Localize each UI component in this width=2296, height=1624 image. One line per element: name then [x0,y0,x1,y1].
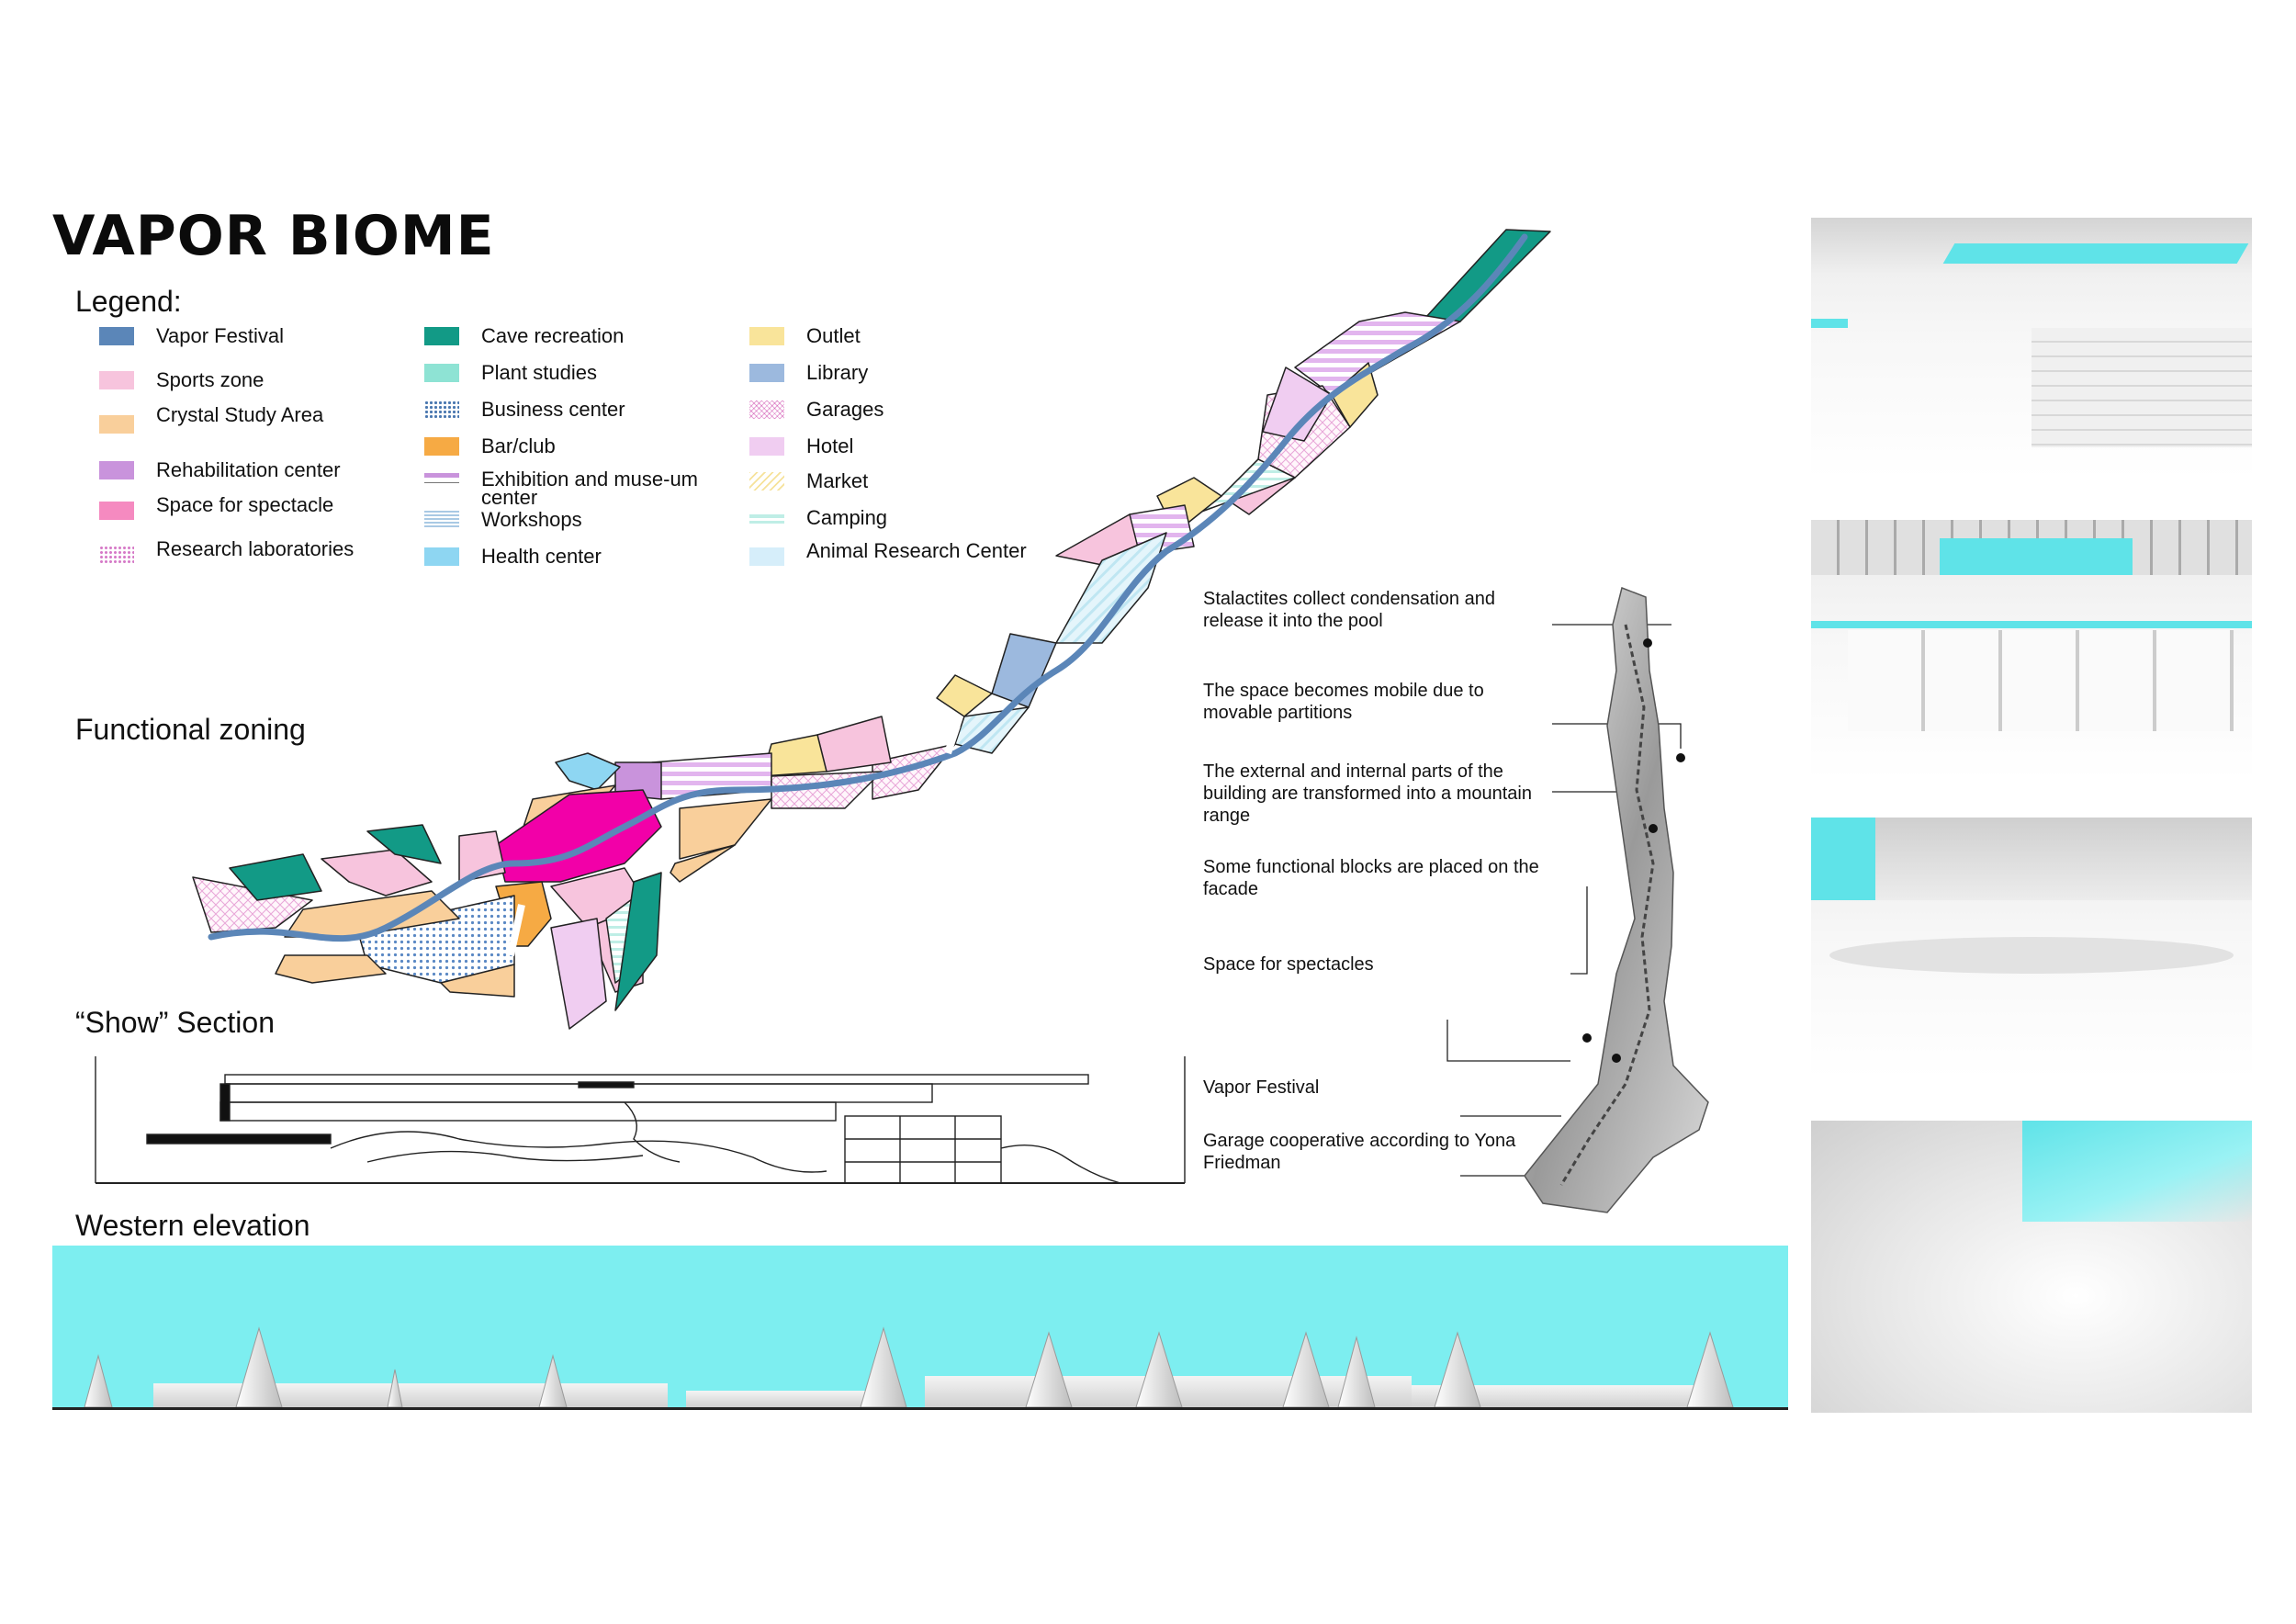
show-section-heading: “Show” Section [75,1006,275,1039]
callout-spectacles: Space for spectacles [1203,954,1374,975]
zone-crystal-sw [670,844,736,883]
legend-item-health-center: Health center [424,547,718,567]
swatch-hotel [749,437,784,456]
callout-stalactites: Stalactites collect condensation and rel… [1203,589,1495,631]
legend-item-workshops: Workshops [424,510,718,530]
legend-item-animal-research: Animal Research Center [749,541,1043,566]
legend-item-library: Library [749,363,1043,383]
legend-item-market: Market [749,471,1043,491]
zone-health [555,752,621,791]
swatch-camping [749,509,784,527]
swatch-spectacle [99,502,134,520]
show-section-drawing [95,1056,1186,1184]
zone-outlet-small [936,674,993,717]
zone-crystal-lower-2 [440,964,515,998]
skylight-3 [1811,818,1875,900]
swatch-garages [749,400,784,419]
legend-item-outlet: Outlet [749,326,1043,346]
callout-mobile-space: The space becomes mobile due to movable … [1203,681,1484,723]
legend-item-bar-club: Bar/club [424,436,718,457]
callout-facade-blocks: Some functional blocks are placed on the… [1203,857,1539,899]
axonometric-model [1446,586,1709,1213]
render-1 [1811,218,2252,479]
zone-rehabilitation [614,761,662,800]
legend-item-plant-studies: Plant studies [424,363,718,383]
swatch-research-labs [99,546,134,564]
zone-cave-recreation-west [229,853,322,901]
legend-item-camping: Camping [749,508,1043,528]
callout-mountain-range: The external and internal parts of the b… [1203,761,1532,826]
swatch-cave-recreation [424,327,459,345]
zone-cave-recreation-south [614,872,662,1011]
render-4 [1811,1121,2252,1413]
zone-hotel-ne [1262,367,1333,442]
legend-item-garages: Garages [749,400,1043,420]
zone-cave-recreation-w2 [366,824,442,864]
zone-spectacle-core [495,789,662,883]
legend-item-crystal-study: Crystal Study Area [99,405,393,434]
cut-line-2 [944,724,961,755]
swatch-outlet [749,327,784,345]
model-body [1524,586,1709,1213]
legend-item-spectacle: Space for spectacle [99,495,393,520]
swatch-health-center [424,547,459,566]
render-2 [1811,520,2252,781]
callout-vapor-festival: Vapor Festival [1203,1077,1320,1098]
swatch-exhibition [424,470,459,489]
zone-crystal-ne [1331,362,1379,428]
swatch-animal-research [749,547,784,566]
river-path [208,233,1528,942]
legend-heading: Legend: [75,285,182,318]
cut-line-1 [507,904,525,956]
skylight-2 [1940,538,2133,575]
swatch-market [749,472,784,491]
zone-sports-west [321,849,433,897]
legend-item-business-center: Business center [424,400,718,420]
zone-animal-research [1055,532,1167,644]
zone-sports-center [816,716,892,773]
page-title: VAPOR BIOME [52,204,495,268]
swatch-sports-zone [99,371,134,389]
legend-item-rehabilitation: Rehabilitation center [99,460,393,480]
elevation-ground-line [52,1407,1788,1410]
swatch-bar-club [424,437,459,456]
functional-zoning-heading: Functional zoning [75,713,306,746]
western-elevation [52,1246,1788,1407]
skylight-4 [2022,1121,2252,1222]
western-elevation-heading: Western elevation [75,1209,310,1242]
swatch-crystal-study [99,415,134,434]
swatch-vapor-festival [99,327,134,345]
callout-garage-cooperative: Garage cooperative according to Yona Fri… [1203,1131,1516,1173]
zone-hotel-south [550,918,607,1030]
zone-exhibition-ne [1294,311,1461,396]
skylight-1 [1942,243,2249,264]
zone-crystal-lower [275,954,387,984]
legend-item-vapor-festival: Vapor Festival [99,326,393,346]
swatch-rehabilitation [99,461,134,479]
callout-panel: Stalactites collect condensation and rel… [1203,588,1754,1194]
legend-item-sports-zone: Sports zone [99,370,393,390]
legend-item-hotel: Hotel [749,436,1043,457]
elevation-trees [84,1326,1734,1407]
legend-item-exhibition: Exhibition and muse-um center [424,469,718,508]
swatch-business-center [424,400,459,419]
render-3 [1811,818,2252,1078]
legend-item-cave-recreation: Cave recreation [424,326,718,346]
swatch-plant-studies [424,364,459,382]
swatch-library [749,364,784,382]
legend-item-research-labs: Research laboratories [99,539,393,564]
swatch-workshops [424,511,459,529]
